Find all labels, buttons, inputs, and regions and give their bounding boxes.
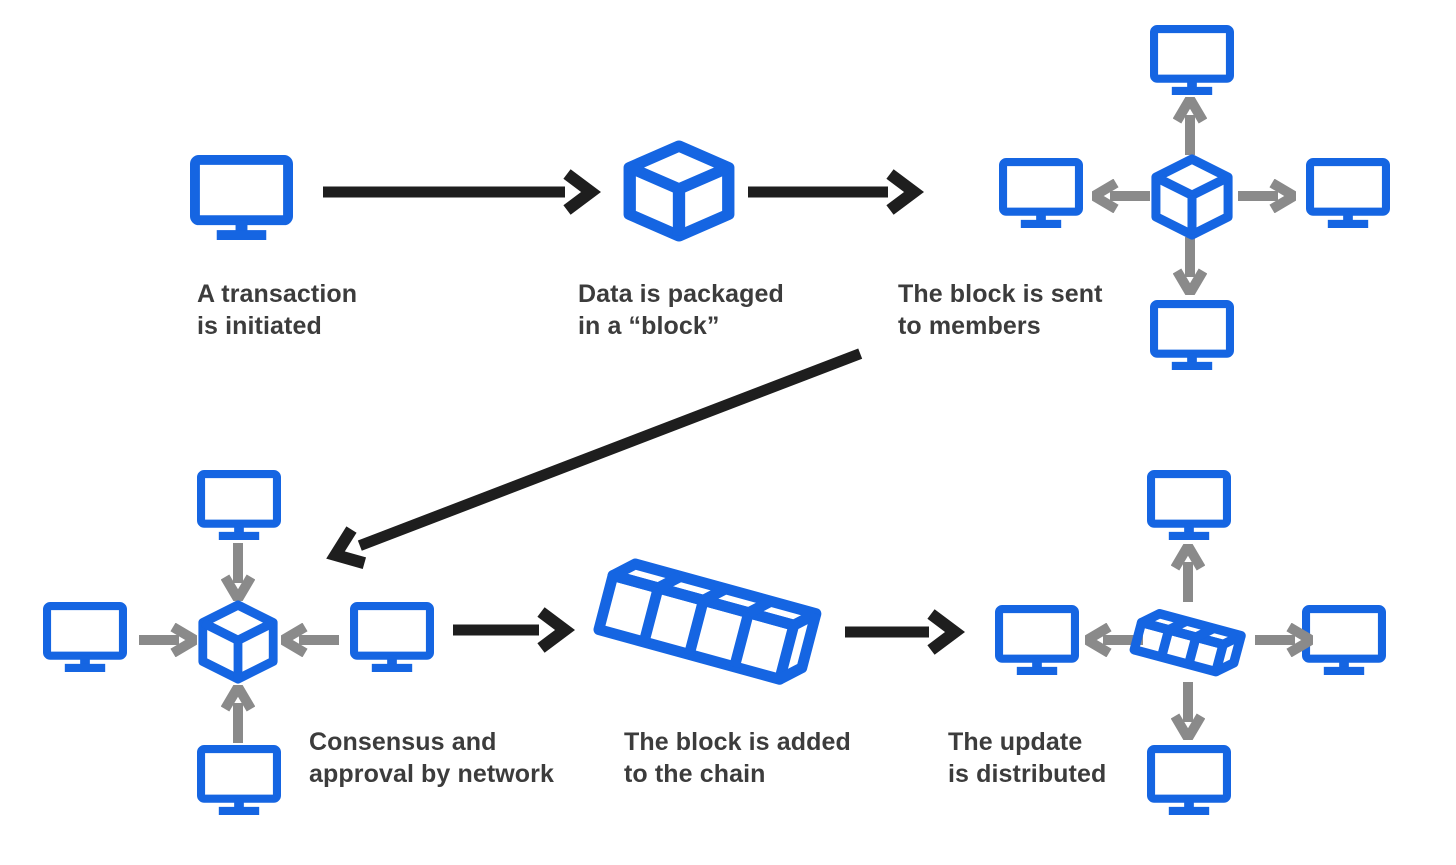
step-label-5: The block is added to the chain [624, 726, 851, 790]
step-label-line: Data is packaged [578, 280, 784, 308]
monitor-icon [1147, 470, 1231, 540]
block-cube-icon [623, 140, 735, 242]
row-connector-arrow-icon [326, 348, 863, 569]
step-label-line: The update [948, 728, 1083, 756]
network-arrow-left-icon [1092, 179, 1150, 213]
monitor-icon [995, 605, 1079, 675]
block-cube-icon [198, 600, 278, 684]
network-arrow-up-icon [221, 685, 255, 743]
blockchain-3-blocks-icon [1128, 598, 1250, 692]
monitor-icon [1147, 745, 1231, 815]
step-label-6: The update is distributed [948, 726, 1106, 790]
network-arrow-down-icon [1173, 237, 1207, 295]
step-label-line: The block is added [624, 728, 851, 756]
monitor-icon [197, 745, 281, 815]
flow-arrow-4-icon [845, 609, 965, 655]
step-label-line: in a “block” [578, 312, 720, 340]
monitor-icon [43, 602, 127, 672]
step-label-line: is initiated [197, 312, 322, 340]
monitor-icon [350, 602, 434, 672]
monitor-icon [1150, 25, 1234, 95]
step-label-line: A transaction [197, 280, 358, 308]
step-label-4: Consensus and approval by network [309, 726, 554, 790]
step-label-2: Data is packaged in a “block” [578, 278, 784, 342]
network-arrow-right-icon [139, 623, 197, 657]
network-arrow-left-icon [281, 623, 339, 657]
step-label-line: to the chain [624, 760, 766, 788]
blockchain-4-blocks-icon [589, 554, 823, 704]
monitor-icon [999, 158, 1083, 228]
monitor-icon [1302, 605, 1386, 675]
flow-arrow-1-icon [323, 169, 601, 215]
monitor-icon [1150, 300, 1234, 370]
step-label-line: is distributed [948, 760, 1107, 788]
step-label-line: approval by network [309, 760, 555, 788]
network-arrow-up-icon [1173, 97, 1207, 155]
step-label-line: The block is sent [898, 280, 1103, 308]
step-label-line: to members [898, 312, 1041, 340]
step-label-1: A transaction is initiated [197, 278, 357, 342]
step-label-3: The block is sent to members [898, 278, 1103, 342]
flow-arrow-2-icon [748, 169, 924, 215]
monitor-icon [197, 470, 281, 540]
network-arrow-right-icon [1238, 179, 1296, 213]
network-arrow-down-icon [221, 543, 255, 601]
block-cube-icon [1151, 154, 1233, 240]
step-label-line: Consensus and [309, 728, 497, 756]
flow-arrow-3-icon [453, 607, 575, 653]
monitor-icon [190, 155, 293, 240]
monitor-icon [1306, 158, 1390, 228]
network-arrow-up-icon [1171, 544, 1205, 602]
network-arrow-right-icon [1255, 623, 1313, 657]
